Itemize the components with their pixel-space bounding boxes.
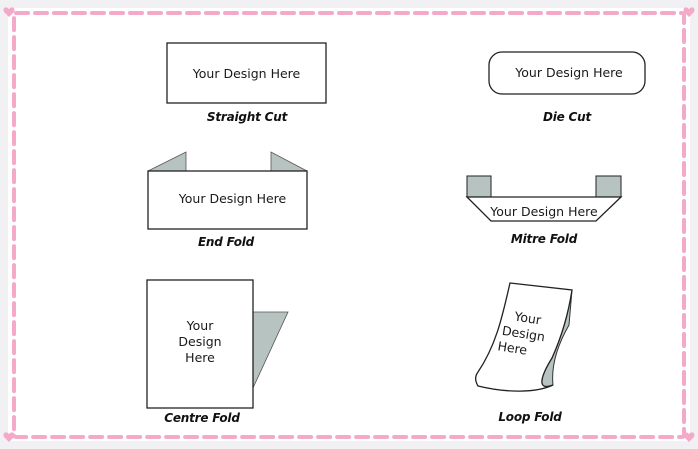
corner-hearts (3, 7, 695, 442)
mitre-fold-text: Your Design Here (490, 204, 598, 219)
straight-cut-text: Your Design Here (192, 66, 301, 81)
end-fold-label: End Fold (197, 235, 255, 249)
die-cut-shape (488, 51, 646, 95)
centre-fold-text-line: Your (186, 318, 214, 333)
straight-cut-label: Straight Cut (206, 110, 288, 124)
loop-fold-text: Your Design Here (492, 306, 549, 361)
loop-fold-shape (475, 282, 573, 392)
centre-fold-text: Your Design Here (150, 318, 250, 366)
mitre-fold-label: Mitre Fold (510, 232, 578, 246)
straight-cut-shape (166, 42, 327, 104)
centre-fold-label: Centre Fold (164, 411, 240, 425)
mitre-fold-shape (465, 175, 623, 222)
end-fold-text: Your Design Here (178, 191, 287, 206)
die-cut-text: Your Design Here (515, 65, 623, 80)
centre-fold-shape (146, 279, 289, 409)
die-cut-label: Die Cut (542, 110, 592, 124)
end-fold-shape (147, 151, 308, 230)
loop-fold-label: Loop Fold (498, 410, 562, 424)
centre-fold-text-line: Design (178, 334, 222, 349)
centre-fold-text-line: Here (185, 350, 215, 365)
